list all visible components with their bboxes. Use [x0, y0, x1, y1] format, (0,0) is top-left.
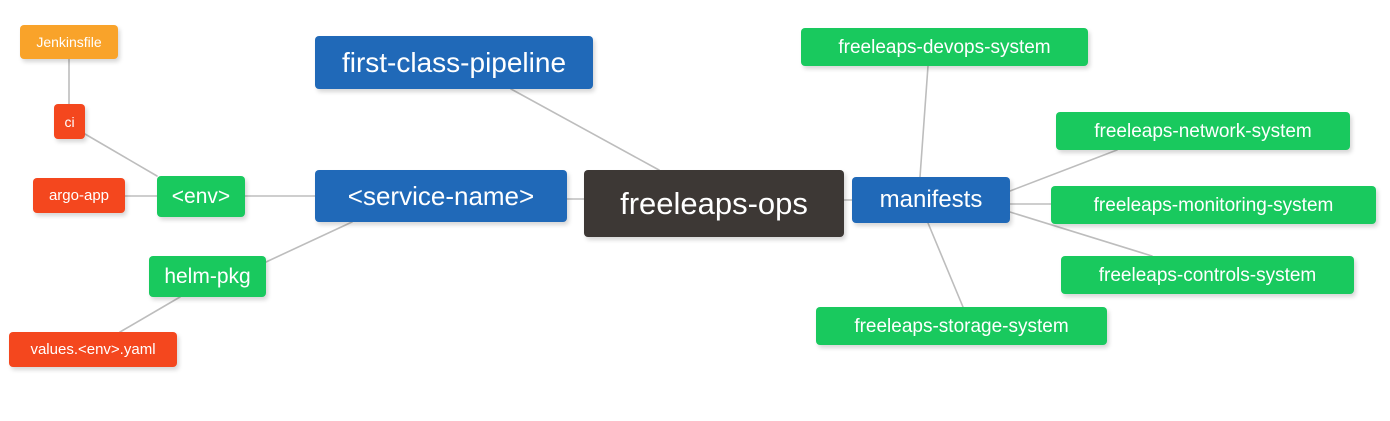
node-label-freeleaps-devops-system: freeleaps-devops-system: [838, 36, 1051, 58]
node-jenkinsfile[interactable]: Jenkinsfile: [20, 25, 118, 59]
node-ci[interactable]: ci: [54, 104, 85, 139]
node-freeleaps-ops[interactable]: freeleaps-ops: [584, 170, 844, 237]
node-argo-app[interactable]: argo-app: [33, 178, 125, 213]
edge-first-class-pipeline-to-freeleaps-ops: [510, 88, 660, 171]
node-freeleaps-controls-system[interactable]: freeleaps-controls-system: [1061, 256, 1354, 294]
node-label-freeleaps-monitoring-system: freeleaps-monitoring-system: [1093, 194, 1334, 216]
node-manifests[interactable]: manifests: [852, 177, 1010, 223]
node-helm-pkg[interactable]: helm-pkg: [149, 256, 266, 297]
node-freeleaps-monitoring-system[interactable]: freeleaps-monitoring-system: [1051, 186, 1376, 224]
node-label-freeleaps-ops: freeleaps-ops: [620, 186, 808, 221]
edge-ci-to-env: [84, 133, 158, 177]
node-label-freeleaps-storage-system: freeleaps-storage-system: [854, 315, 1069, 337]
node-label-helm-pkg: helm-pkg: [164, 265, 251, 288]
edge-manifests-to-freeleaps-devops-system: [919, 65, 929, 178]
node-freeleaps-network-system[interactable]: freeleaps-network-system: [1056, 112, 1350, 150]
node-label-values-yaml: values.<env>.yaml: [30, 341, 156, 358]
node-label-first-class-pipeline: first-class-pipeline: [341, 46, 567, 78]
node-freeleaps-devops-system[interactable]: freeleaps-devops-system: [801, 28, 1088, 66]
edge-helm-pkg-to-service-name: [265, 221, 353, 263]
node-label-ci: ci: [64, 113, 75, 130]
node-label-env: <env>: [171, 185, 231, 208]
node-values-yaml[interactable]: values.<env>.yaml: [9, 332, 177, 367]
node-first-class-pipeline[interactable]: first-class-pipeline: [315, 36, 593, 89]
edge-manifests-to-freeleaps-network-system: [1009, 149, 1118, 192]
node-env[interactable]: <env>: [157, 176, 245, 217]
node-label-manifests: manifests: [879, 186, 983, 213]
node-service-name[interactable]: <service-name>: [315, 170, 567, 222]
node-label-jenkinsfile: Jenkinsfile: [36, 34, 102, 50]
edge-manifests-to-freeleaps-storage-system: [927, 222, 964, 308]
node-freeleaps-storage-system[interactable]: freeleaps-storage-system: [816, 307, 1107, 345]
node-label-service-name: <service-name>: [347, 181, 535, 211]
edge-values-yaml-to-helm-pkg: [119, 296, 181, 333]
node-label-freeleaps-network-system: freeleaps-network-system: [1094, 120, 1312, 142]
node-label-freeleaps-controls-system: freeleaps-controls-system: [1098, 264, 1317, 286]
node-label-argo-app: argo-app: [48, 187, 110, 204]
